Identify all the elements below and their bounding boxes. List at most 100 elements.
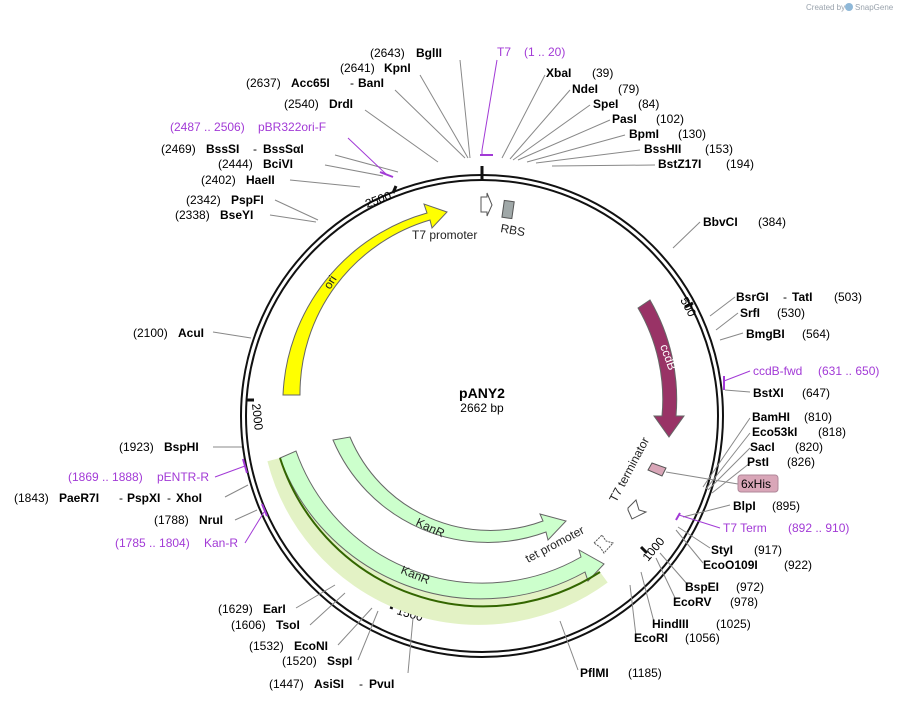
leader-asisi — [407, 617, 414, 674]
leader-hindiii — [640, 571, 655, 623]
tick-2500-mark — [391, 185, 398, 194]
pos-econi: (1532) — [249, 639, 284, 653]
ori-label: ori — [321, 273, 340, 292]
enzyme-bsrgi: BsrGI — [736, 290, 769, 304]
t7-terminator-icon — [627, 499, 648, 520]
leader-ndei — [509, 89, 571, 160]
sep-asisi: - — [359, 677, 363, 691]
pos-sspi: (1520) — [282, 654, 317, 668]
leader-pflmi — [559, 620, 579, 671]
plasmid-length: 2662 bp — [460, 401, 504, 415]
pos-bamhi: (810) — [804, 410, 832, 424]
leader-bseyi — [269, 214, 317, 223]
enzyme-bstxi: BstXI — [753, 386, 784, 400]
enzyme-bmgbi: BmgBI — [746, 327, 785, 341]
sep-paer7i: - — [119, 491, 123, 505]
kanr-inner-arrow — [332, 436, 567, 543]
leader-ecori — [629, 584, 637, 637]
leader-xbai — [501, 74, 546, 159]
enzyme-tsoi: TsoI — [276, 618, 300, 632]
enzyme-acc65i: Acc65I — [291, 76, 330, 90]
primer-pentr-range: (1869 .. 1888) — [68, 470, 143, 484]
enzyme-econi: EcoNI — [294, 639, 328, 653]
enzyme-spei: SpeI — [593, 97, 618, 111]
leader-kpni — [419, 74, 469, 159]
enzyme-bstz17i: BstZ17I — [658, 157, 701, 171]
enzyme-kpni: KpnI — [384, 61, 411, 75]
ccdb-arrow — [637, 299, 685, 438]
enzyme-pspxi: PspXI — [127, 491, 160, 505]
leader-acc65i — [394, 89, 466, 159]
leader-acui — [212, 331, 252, 339]
leader-drdi — [364, 109, 439, 163]
primer-kanr-mark — [261, 503, 268, 517]
primer-marks — [214, 59, 751, 544]
pos-tsoi: (1606) — [231, 618, 266, 632]
kanr-highlight-line — [279, 457, 601, 608]
credit-brand: SnapGene — [855, 3, 894, 12]
leader-bstz17i — [551, 164, 656, 167]
enzyme-labels-right: XbaI (39) NdeI (79) SpeI (84) PasI (102)… — [546, 66, 862, 680]
t7-promoter-icon — [480, 192, 493, 217]
pos-pasi: (102) — [656, 112, 684, 126]
leader-eari — [295, 584, 336, 609]
pos-acui: (2100) — [133, 326, 168, 340]
primer-pentr-name: pENTR-R — [157, 470, 209, 484]
primer-ccdb-leader — [723, 370, 751, 382]
leader-bspei — [659, 552, 689, 586]
enzyme-saci: SacI — [750, 440, 775, 454]
enzyme-ecorv: EcoRV — [673, 595, 711, 609]
enzyme-bglii: BglII — [416, 46, 442, 60]
leader-bamhi — [702, 417, 751, 488]
pos-xhoi: (1843) — [14, 491, 49, 505]
enzyme-paer7i: PaeR7I — [59, 491, 99, 505]
primer-t7term-mark — [675, 512, 681, 521]
rbs-label: RBS — [499, 221, 526, 239]
leader-nrui — [234, 509, 258, 521]
leader-haeii — [289, 179, 361, 188]
primer-kanr-leader — [244, 511, 265, 544]
enzyme-pspfi: PspFI — [231, 193, 264, 207]
plasmid-name: pANY2 — [459, 385, 505, 401]
leader-bsshii — [535, 149, 641, 164]
leader-pspfi — [274, 199, 319, 221]
primer-pbr322ori-name: pBR322ori-F — [258, 120, 326, 134]
enzyme-labels-left: (2643) BglII (2641) KpnI (2637) Acc65I -… — [14, 46, 442, 691]
leader-bsrgi — [709, 296, 736, 317]
leader-bcivi — [324, 164, 384, 177]
pos-ndei: (79) — [618, 82, 639, 96]
leader-blpi — [682, 504, 731, 518]
leader-sspi — [357, 610, 379, 661]
primer-pbr322ori-mark — [379, 171, 394, 178]
primer-pbr322ori-leader — [347, 137, 387, 175]
leader-ecoo109i — [675, 529, 704, 564]
ori-arrow — [282, 203, 448, 396]
leader-bbvci — [672, 221, 701, 249]
pos-blpi: (895) — [772, 499, 800, 513]
leader-spei — [512, 104, 591, 161]
enzyme-bcivi: BciVI — [263, 157, 293, 171]
primer-t7-range: (1 .. 20) — [524, 45, 565, 59]
pos-acc65i: (2637) — [246, 76, 281, 90]
enzyme-bamhi: BamHI — [752, 410, 790, 424]
pos-ecorv: (978) — [730, 595, 758, 609]
tick-500-mark — [684, 301, 694, 309]
t7-promoter-label: T7 promoter — [412, 228, 477, 242]
enzyme-acui: AcuI — [178, 326, 204, 340]
pos-bsshii: (153) — [705, 142, 733, 156]
leader-srfi — [715, 312, 739, 331]
pos-bstxi: (647) — [802, 386, 830, 400]
enzyme-xbai: XbaI — [546, 66, 571, 80]
rbs-icon — [501, 199, 515, 220]
pos-eco53ki: (818) — [818, 425, 846, 439]
primer-ccdb-name: ccdB-fwd — [753, 364, 802, 378]
pos-psti: (826) — [787, 455, 815, 469]
pos-xbai: (39) — [592, 66, 613, 80]
primer-t7term-leader — [678, 514, 721, 529]
enzyme-pflmi: PflMI — [580, 666, 609, 680]
enzyme-drdi: DrdI — [329, 97, 353, 111]
pos-srfi: (530) — [777, 306, 805, 320]
pos-bcivi: (2444) — [218, 157, 253, 171]
pos-saci: (820) — [795, 440, 823, 454]
leader-tsoi — [309, 592, 346, 626]
